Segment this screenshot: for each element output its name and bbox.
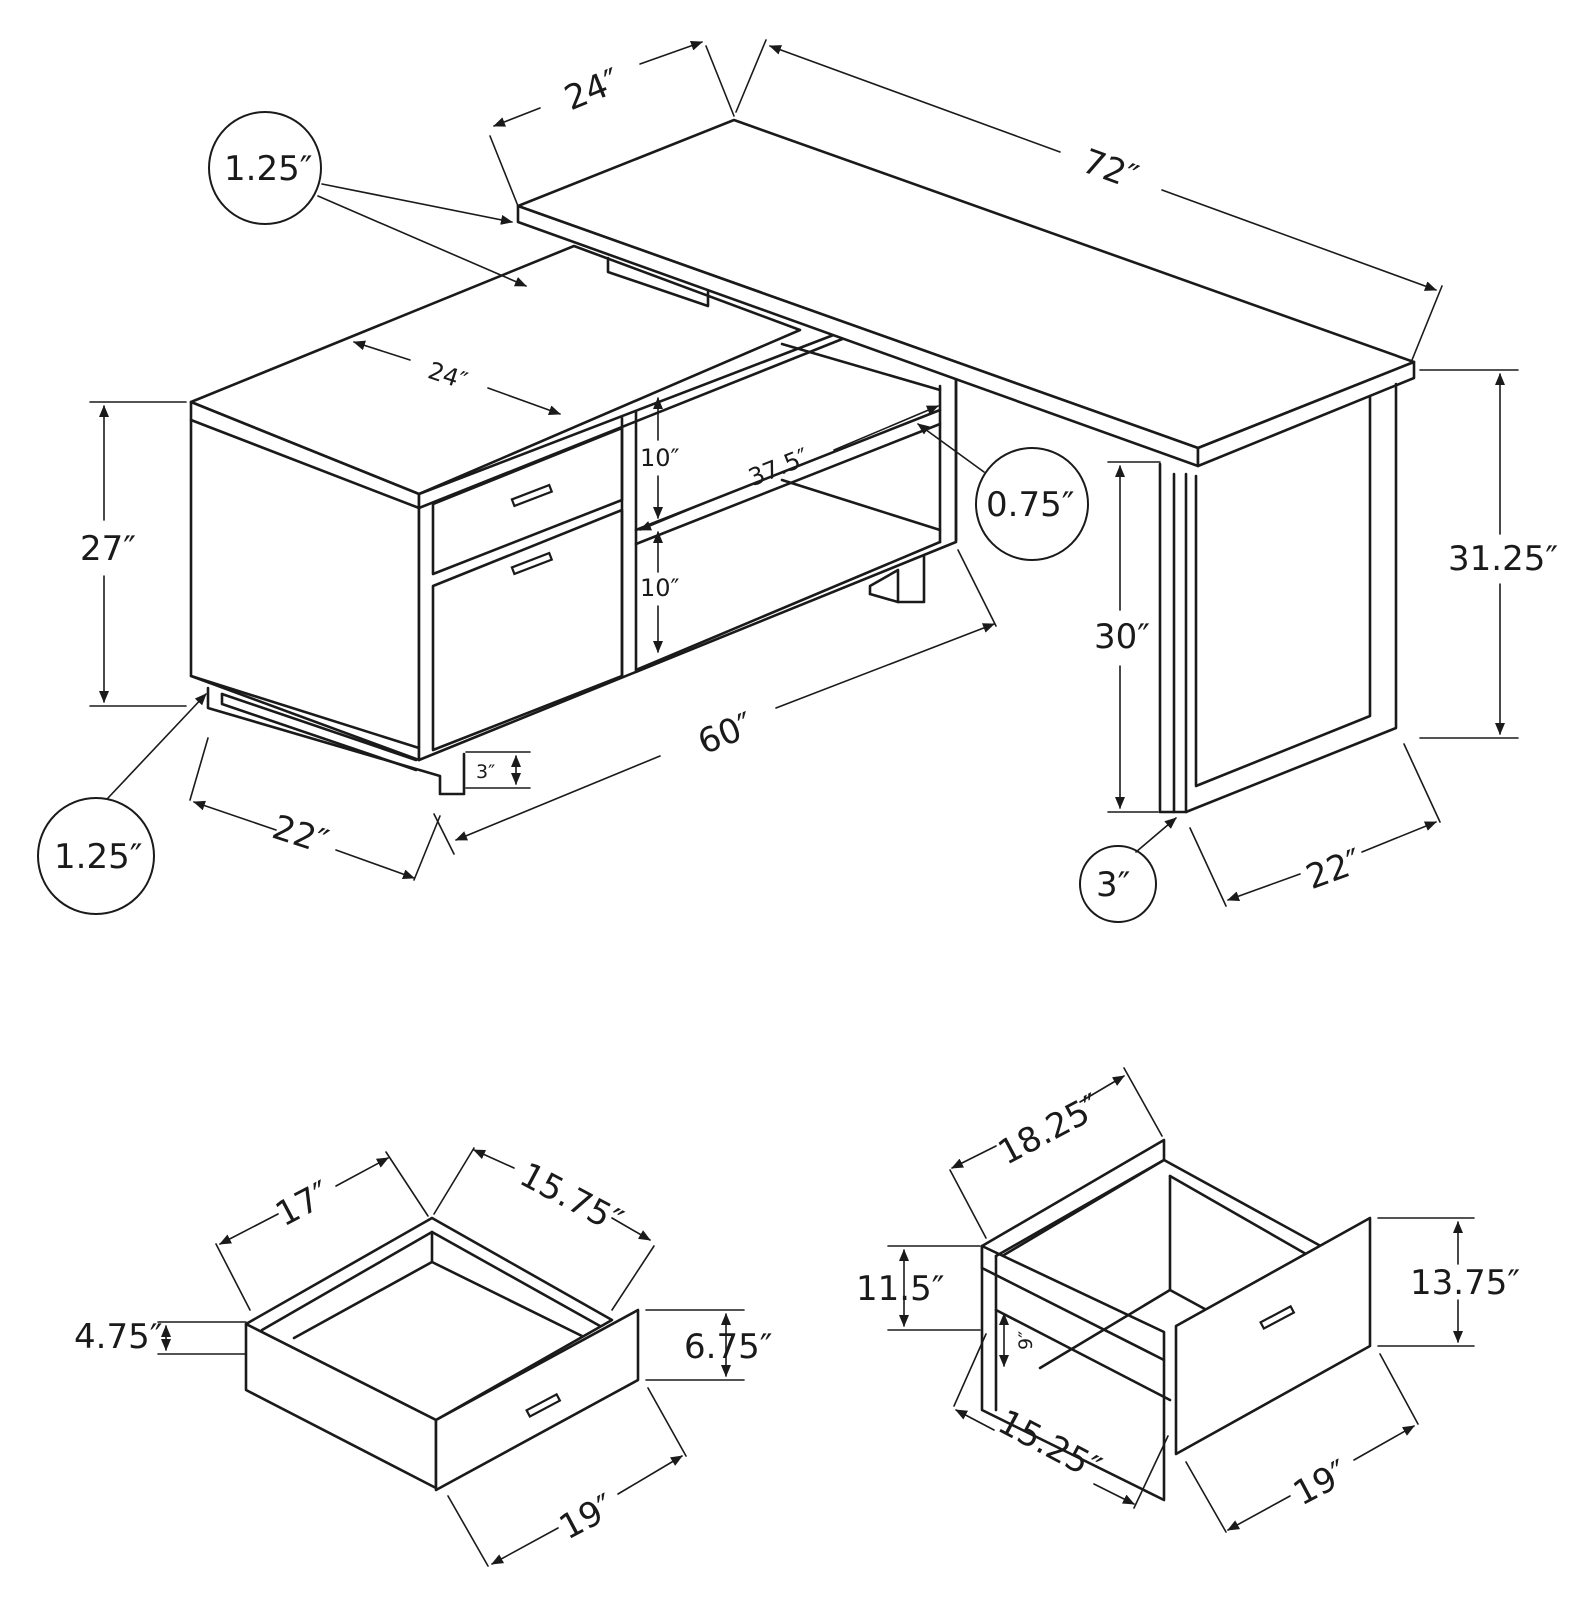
dim-shelf-upper-height-label: 10″: [640, 444, 680, 472]
desk-dimensions: 24″ 72″ 1.25″ 24″ 37.5″ 10″ 10″ 0.75″: [37, 39, 1558, 923]
file-drawer-box-height-label: 11.5″: [856, 1269, 944, 1309]
file-drawer-depth-label: 18.25″: [992, 1086, 1108, 1173]
dim-cabinet-height-label: 27″: [80, 529, 136, 569]
file-drawer-front-height-label: 13.75″: [1410, 1263, 1520, 1303]
callout-shelf-thickness-label: 0.75″: [986, 485, 1074, 525]
dim-knee-height-label: 30″: [1094, 617, 1150, 657]
file-drawer-drawing: [980, 1138, 1372, 1502]
dim-total-height-label: 31.25″: [1448, 539, 1558, 579]
dim-base-clearance-label: 3″: [476, 761, 495, 783]
callout-circle-top-thickness: [208, 111, 322, 225]
small-drawer-front-width-label: 19″: [553, 1486, 621, 1548]
desk-drawing: [189, 118, 1416, 814]
callout-top-thickness-label: 1.25″: [224, 149, 312, 189]
dim-cabinet-width-label: 22″: [267, 807, 333, 862]
dim-top-length-label: 72″: [1077, 141, 1143, 198]
file-drawer-front-width-label: 19″: [1287, 1452, 1355, 1514]
dim-leg-depth-label: 22″: [1301, 841, 1367, 898]
callout-circle-base-thickness: [37, 797, 155, 915]
small-drawer-inner-height-label: 4.75″: [74, 1317, 162, 1357]
dim-cabinet-length-label: 60″: [692, 705, 759, 763]
small-drawer-width-label: 15.75″: [513, 1155, 629, 1242]
dim-shelf-lower-height-label: 10″: [640, 574, 680, 602]
small-drawer-drawing: [244, 1216, 640, 1492]
callout-circle-shelf-thickness: [975, 447, 1089, 561]
cabinet-drawers: [431, 410, 638, 752]
desk-top: [516, 118, 1416, 468]
small-drawer-front-height-label: 6.75″: [684, 1327, 772, 1367]
desk-metal-leg: [1158, 382, 1398, 814]
cabinet-base-frame: [206, 554, 926, 796]
callout-base-thickness-label: 1.25″: [54, 837, 142, 877]
file-drawer-inner-height-label: 9″: [1015, 1331, 1037, 1350]
callout-leg-width-label: 3″: [1096, 865, 1130, 905]
dim-return-depth-label: 24″: [559, 61, 626, 119]
small-drawer-depth-label: 17″: [269, 1173, 337, 1235]
callout-circle-leg-width: [1079, 845, 1157, 923]
